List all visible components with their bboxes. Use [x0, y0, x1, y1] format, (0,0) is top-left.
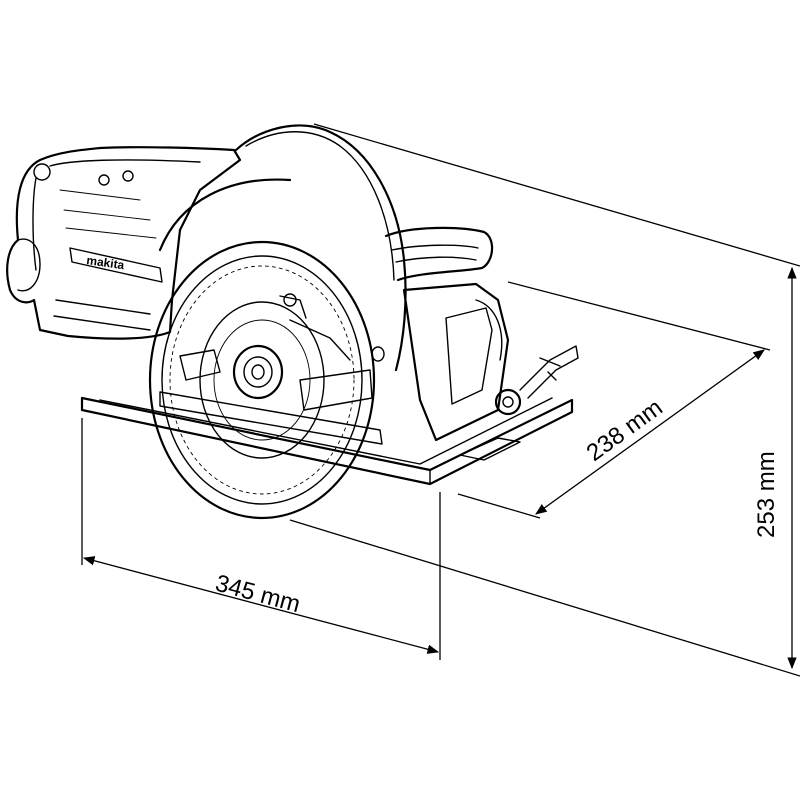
height-dimension-label: 253 mm [753, 451, 780, 538]
length-dimension-label: 345 mm [212, 570, 303, 619]
width-dimension-line [535, 349, 765, 515]
blade-flange [232, 344, 284, 400]
extension-line-width-near [457, 493, 541, 519]
brand-logo: makita [86, 253, 126, 272]
length-dimension-line [82, 556, 440, 654]
extension-line-width-far [507, 281, 771, 351]
width-dimension-label: 238 mm [582, 394, 668, 467]
rear-handle [384, 226, 494, 282]
motor-housing [6, 146, 242, 340]
circular-saw-illustration: makita [6, 124, 579, 520]
lower-guard-linkage [159, 293, 385, 445]
dimension-annotations: 345 mm 238 mm 253 mm [81, 123, 800, 677]
extension-line-height-bottom [289, 519, 800, 677]
blade-guard [158, 124, 407, 372]
extension-line-height-top [313, 123, 800, 267]
depth-adjust-frame [402, 282, 579, 442]
diamond-blade [148, 240, 376, 520]
